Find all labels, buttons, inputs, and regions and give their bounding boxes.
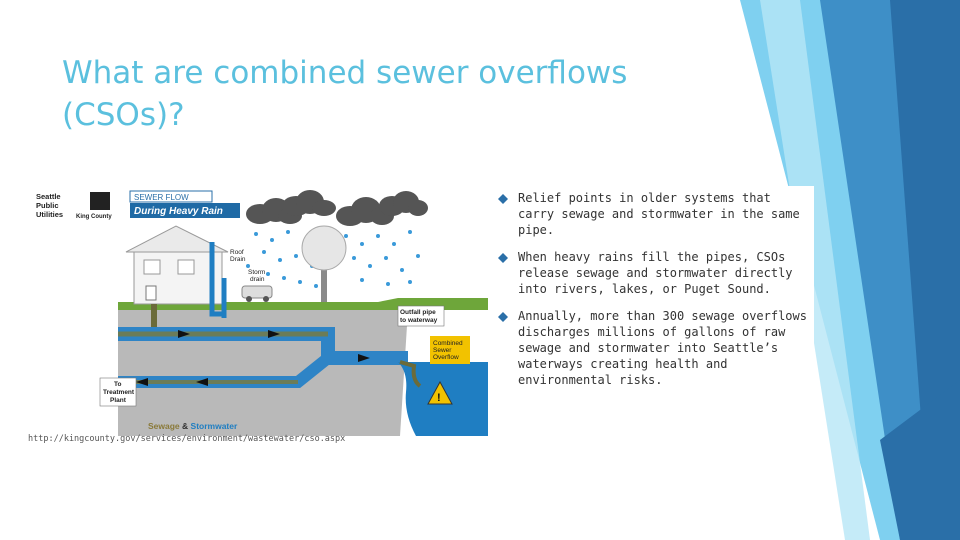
roof-drain-pipe: [209, 242, 224, 317]
legend: Sewage & Stormwater: [148, 421, 238, 431]
cso-label-box: [430, 336, 470, 364]
house: [125, 225, 229, 305]
label-cso-1: Combined: [433, 340, 463, 347]
spu-logo-line-2: Public: [36, 201, 59, 210]
arrow-icon: [136, 378, 148, 386]
facet-bottom: [880, 380, 960, 540]
banner-bottom-text: During Heavy Rain: [134, 206, 223, 217]
warning-sign-icon: !: [427, 380, 453, 405]
arrow-icon: [358, 354, 370, 362]
label-treatment-3: Plant: [110, 397, 127, 404]
cso-diagram: Seattle Public Utilities King County SEW…: [36, 190, 488, 436]
label-storm-drain-1: Storm: [248, 269, 265, 276]
label-roof-drain-1: Roof: [230, 249, 244, 256]
slide-title: What are combined sewer overflows (CSOs)…: [62, 55, 628, 133]
spu-logo: Seattle Public Utilities: [36, 192, 63, 219]
arrow-icon: [196, 378, 208, 386]
bullet-item: Relief points in older systems that carr…: [488, 190, 814, 238]
bullet-text: Relief points in older systems that carr…: [518, 191, 800, 237]
source-url: http://kingcounty.gov/services/environme…: [28, 434, 346, 444]
flow-arrows: [136, 330, 370, 386]
diamond-bullet-icon: [498, 312, 508, 322]
arrow-icon: [268, 330, 280, 338]
facet-dark: [890, 0, 960, 540]
soil: [118, 310, 408, 436]
bullet-item: When heavy rains fill the pipes, CSOs re…: [488, 249, 814, 297]
label-outfall-2: to waterway: [400, 317, 438, 324]
label-cso-3: Overflow: [433, 354, 459, 361]
toilet-icon: [145, 285, 157, 301]
label-outfall-1: Outfall pipe: [400, 309, 436, 316]
outfall-label-box: [397, 305, 445, 327]
spu-logo-line-1: Seattle: [36, 192, 61, 201]
legend-amp: &: [180, 421, 191, 431]
cloud-icon: [282, 190, 336, 216]
rain-drops: [246, 230, 420, 288]
label-roof-drain-2: Drain: [230, 256, 246, 263]
label-treatment-2: Treatment: [103, 389, 135, 396]
storm-clouds: [246, 190, 428, 226]
cloud-icon: [379, 191, 428, 216]
bullet-panel: Relief points in older systems that carr…: [488, 186, 814, 404]
warning-mark: !: [437, 392, 441, 404]
facet-mid: [820, 0, 960, 540]
bullet-text: When heavy rains fill the pipes, CSOs re…: [518, 250, 793, 296]
legend-stormwater: Stormwater: [191, 421, 238, 431]
legend-sewage: Sewage: [148, 421, 180, 431]
car: [241, 285, 273, 302]
bullet-list: Relief points in older systems that carr…: [488, 190, 814, 399]
label-storm-drain-2: drain: [250, 276, 265, 283]
sewer-flow-banner: SEWER FLOW During Heavy Rain: [129, 190, 240, 218]
king-county-logo-text: King County: [76, 214, 112, 220]
diamond-bullet-icon: [498, 194, 508, 204]
arrow-icon: [178, 330, 190, 338]
banner-top-text: SEWER FLOW: [134, 193, 189, 202]
banner-top-box: [129, 190, 213, 203]
overflow-discharge: [399, 360, 422, 388]
label-treatment-1: To: [114, 381, 121, 388]
spu-logo-line-3: Utilities: [36, 210, 63, 219]
label-cso-2: Sewer: [433, 347, 452, 354]
bullet-text: Annually, more than 300 sewage overflows…: [518, 309, 807, 387]
treatment-label-box: [99, 377, 137, 407]
banner-bottom-box: [130, 203, 240, 218]
tree: [301, 225, 347, 302]
king-county-logo-mark: [90, 192, 110, 210]
diamond-bullet-icon: [498, 253, 508, 263]
king-county-logo: King County: [76, 192, 112, 220]
cloud-icon: [336, 197, 394, 226]
bullet-item: Annually, more than 300 sewage overflows…: [488, 308, 814, 388]
